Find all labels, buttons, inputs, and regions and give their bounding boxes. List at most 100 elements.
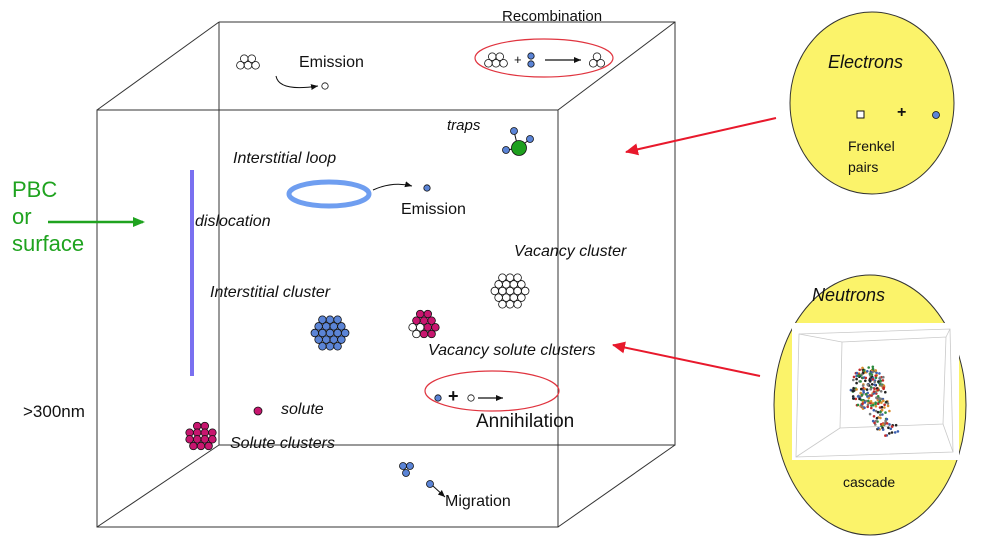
solute-atom bbox=[208, 435, 217, 444]
frenkel-plus: + bbox=[897, 104, 907, 121]
vacancy-atom bbox=[495, 52, 504, 61]
cascade-atom bbox=[861, 366, 864, 370]
cascade-atom bbox=[884, 419, 887, 423]
cascade-atom bbox=[858, 368, 861, 372]
cascade-atom bbox=[856, 395, 860, 398]
cascade-atom bbox=[855, 377, 858, 381]
vacancy-atom bbox=[517, 280, 526, 289]
emitted-interstitial bbox=[423, 184, 431, 192]
cascade-atom bbox=[878, 376, 882, 380]
curved-arrow-icon bbox=[275, 75, 319, 91]
cascade-atom bbox=[861, 402, 864, 406]
interstitial-loop-label: Interstitial loop bbox=[233, 150, 337, 167]
interstitial-atom bbox=[510, 127, 518, 135]
pbc-line-2: or bbox=[12, 204, 32, 229]
cascade-atom bbox=[874, 369, 878, 372]
cascade-atom bbox=[874, 405, 878, 408]
cascade-atom bbox=[893, 431, 897, 434]
interstitial-atom bbox=[341, 328, 350, 338]
cascade-atom bbox=[861, 405, 864, 408]
migration-label: Migration bbox=[445, 493, 511, 510]
cascade-atom bbox=[857, 374, 860, 378]
simulation-box bbox=[96, 21, 676, 528]
interstitial-atom bbox=[434, 394, 442, 402]
cascade-atom bbox=[870, 383, 874, 386]
vacancy-atom bbox=[236, 61, 245, 70]
cascade-atom bbox=[869, 400, 873, 403]
cascade-atom bbox=[890, 425, 894, 428]
vacancy-atom bbox=[247, 54, 256, 63]
cascade-atom bbox=[866, 383, 870, 387]
cascade-atom bbox=[877, 427, 880, 430]
electrons-title: Electrons bbox=[828, 52, 904, 72]
atom-markers bbox=[185, 52, 605, 488]
cascade-atom bbox=[876, 395, 880, 398]
vacancy-atom bbox=[505, 300, 515, 309]
vacancy-atom bbox=[251, 61, 260, 70]
cascade-image bbox=[792, 323, 959, 460]
cascade-atom bbox=[866, 395, 869, 398]
cascade-atom bbox=[860, 393, 864, 397]
cascade-atom bbox=[890, 431, 894, 434]
interstitial-atom bbox=[333, 342, 342, 351]
cascade-atom bbox=[874, 376, 878, 380]
traps-label: traps bbox=[447, 117, 481, 134]
cascade-atom bbox=[863, 387, 867, 391]
cascade-atom bbox=[870, 394, 873, 397]
cascade-atom bbox=[889, 427, 893, 431]
cascade-atom bbox=[879, 390, 883, 393]
cascade-atom bbox=[873, 380, 876, 384]
arrow-left-icon bbox=[625, 117, 777, 156]
annihilation-label: Annihilation bbox=[476, 411, 575, 432]
trap-atom bbox=[511, 140, 527, 156]
cascade-atom bbox=[884, 390, 887, 394]
cascade-atom bbox=[852, 386, 855, 390]
cascade-atom bbox=[885, 422, 889, 425]
cascade-atom bbox=[880, 384, 883, 387]
cascade-atom bbox=[871, 403, 875, 407]
cascade-atom bbox=[863, 406, 866, 410]
cascade-atom bbox=[882, 399, 885, 403]
cascade-atom bbox=[888, 423, 891, 426]
cascade-atom bbox=[862, 389, 865, 393]
vacancy-atom bbox=[243, 61, 253, 70]
annihilation-plus: + bbox=[448, 386, 459, 406]
cascade-atom bbox=[868, 372, 872, 375]
cascade-atom bbox=[852, 378, 855, 382]
cascade-atom bbox=[866, 405, 869, 409]
cascade-atom bbox=[874, 401, 877, 405]
cascade-atom bbox=[866, 370, 869, 373]
cascade-atom bbox=[874, 409, 878, 413]
annihilation-ellipse bbox=[424, 370, 560, 412]
interstitial-atom bbox=[527, 52, 535, 60]
solute-atom bbox=[253, 406, 263, 416]
vacancy-solute-atom bbox=[427, 329, 436, 339]
cascade-caption: cascade bbox=[843, 474, 896, 490]
interstitial-atom-icon bbox=[932, 111, 940, 119]
cascade-atom bbox=[878, 372, 881, 375]
cascade-atom bbox=[881, 423, 885, 426]
cascade-atom bbox=[869, 387, 872, 391]
vacancy-solute-atom bbox=[412, 329, 421, 339]
cascade-atom bbox=[886, 404, 890, 408]
cascade-atom bbox=[872, 408, 876, 412]
curved-arrow-icon bbox=[372, 181, 413, 191]
pbc-line-3: surface bbox=[12, 231, 85, 256]
vacancy-square-icon bbox=[856, 110, 865, 119]
cascade-atom bbox=[867, 399, 870, 403]
cascade-atom bbox=[877, 380, 880, 383]
interstitial-atom bbox=[502, 146, 510, 154]
interstitial-atom bbox=[337, 322, 346, 331]
cascade-atom bbox=[871, 365, 875, 369]
cascade-atom bbox=[888, 432, 891, 435]
cascade-atom bbox=[881, 413, 884, 416]
cascade-atom bbox=[881, 379, 885, 382]
interstitial-loop-icon bbox=[286, 179, 372, 209]
arrow-left-icon bbox=[612, 341, 761, 377]
cascade-atom bbox=[876, 410, 880, 414]
cascade-atom bbox=[868, 412, 872, 416]
cascade-atom bbox=[873, 383, 876, 387]
interstitial-cluster-label: Interstitial cluster bbox=[210, 284, 331, 301]
cascade-atom bbox=[855, 371, 859, 375]
